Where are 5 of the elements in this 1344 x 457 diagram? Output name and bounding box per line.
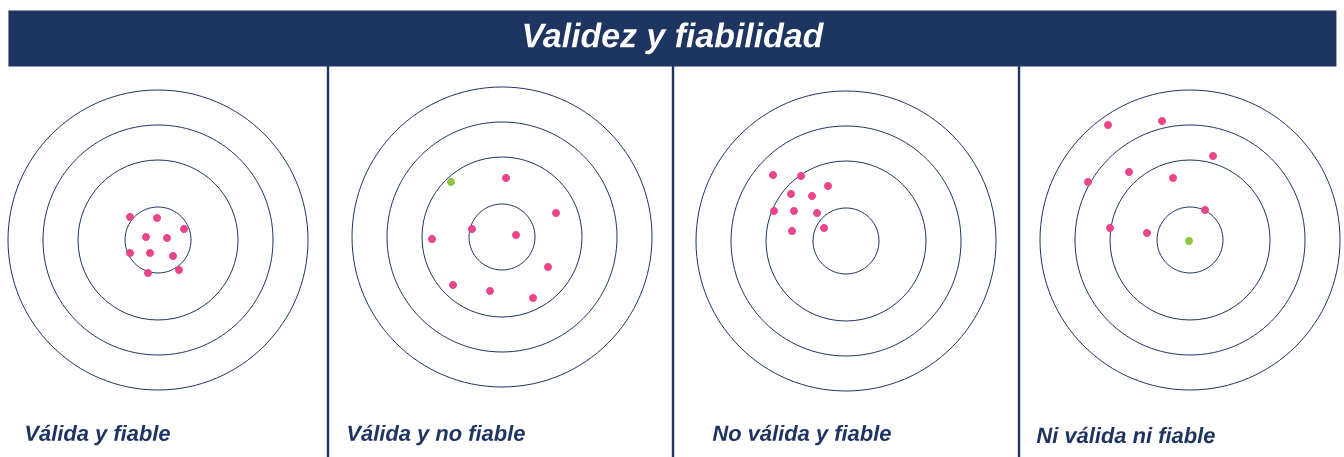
caption: No válida y fiable [712,424,891,446]
caption: Válida y fiable [26,424,170,446]
caption: Ni válida ni fiable [1036,426,1215,444]
caption: Válida y no fiable [348,424,525,446]
title-banner: Validez y fiabilidad [8,10,1337,67]
